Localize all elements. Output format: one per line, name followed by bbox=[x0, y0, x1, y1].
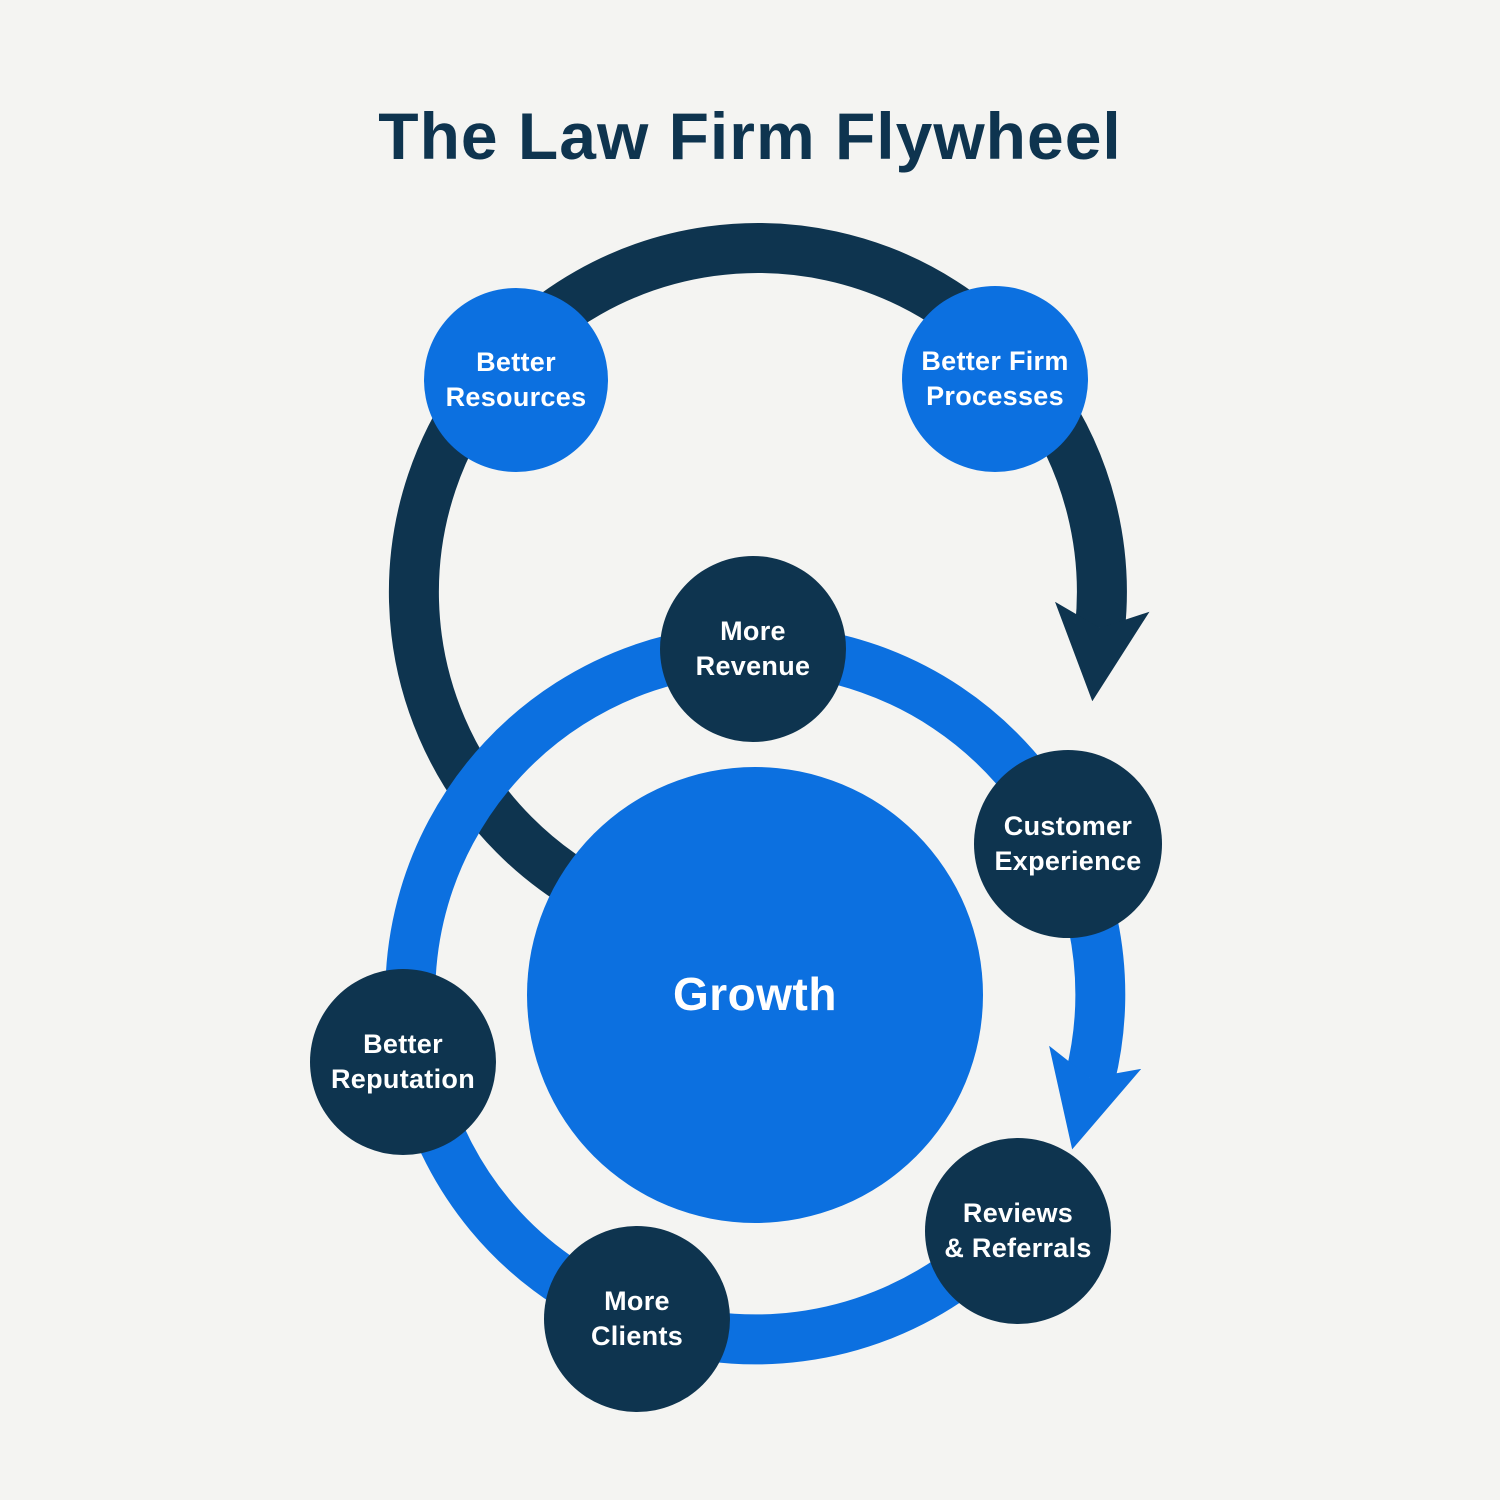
node-better-reputation: Better Reputation bbox=[310, 969, 496, 1155]
node-reviews-referrals: Reviews & Referrals bbox=[925, 1138, 1111, 1324]
node-label: More Revenue bbox=[695, 615, 811, 681]
page-title: The Law Firm Flywheel bbox=[378, 99, 1122, 173]
node-more-revenue: More Revenue bbox=[660, 556, 846, 742]
node-customer-experience: Customer Experience bbox=[974, 750, 1162, 938]
node-label: Better Reputation bbox=[331, 1028, 475, 1094]
node-label: More Clients bbox=[590, 1285, 684, 1351]
node-label: Reviews & Referrals bbox=[944, 1197, 1092, 1263]
node-better-resources: Better Resources bbox=[424, 288, 608, 472]
node-label: Customer Experience bbox=[994, 810, 1142, 876]
node-label: Better Resources bbox=[445, 346, 587, 412]
growth-label: Growth bbox=[673, 968, 837, 1021]
node-better-firm-processes: Better Firm Processes bbox=[902, 286, 1088, 472]
growth-center-circle: Growth bbox=[527, 767, 983, 1223]
node-label: Better Firm Processes bbox=[921, 345, 1069, 411]
node-more-clients: More Clients bbox=[544, 1226, 730, 1412]
